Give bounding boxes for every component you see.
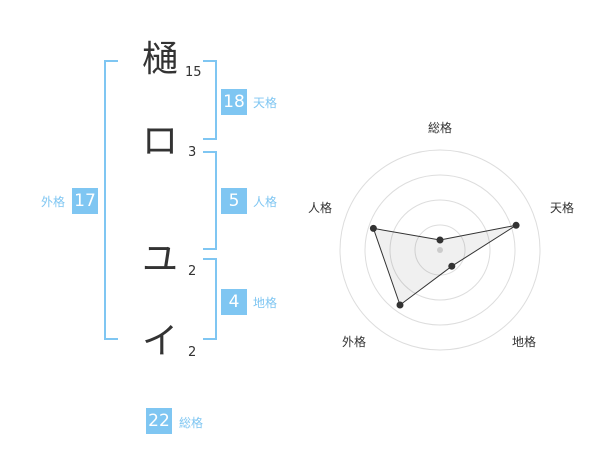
radar-points bbox=[369, 221, 520, 309]
tenkaku-label: 天格 bbox=[253, 96, 278, 110]
radar-polygon bbox=[372, 224, 517, 306]
stroke-count-2: 3 bbox=[188, 145, 197, 160]
axis-label-chikaku: 地格 bbox=[512, 334, 536, 349]
axis-label-jinkaku: 人格 bbox=[308, 200, 332, 215]
radar-point-4 bbox=[396, 301, 404, 309]
gaikaku-label: 外格 bbox=[41, 195, 66, 209]
name-char-3: ユ bbox=[141, 239, 178, 280]
radar-ring-2 bbox=[389, 199, 491, 301]
soukaku-label: 総格 bbox=[179, 416, 204, 430]
soukaku-value: 22 bbox=[146, 408, 172, 434]
radar-ring-3 bbox=[364, 174, 516, 326]
name-char-1: 樋 bbox=[141, 39, 178, 80]
radar-point-5 bbox=[369, 224, 377, 232]
radar-point-1 bbox=[436, 236, 444, 244]
radar-center-dot bbox=[437, 247, 443, 253]
name-char-2: ロ bbox=[141, 121, 178, 162]
radar-point-2 bbox=[512, 221, 520, 229]
axis-label-soukaku: 総格 bbox=[428, 120, 452, 135]
stroke-count-4: 2 bbox=[188, 345, 197, 360]
axis-label-tenkaku: 天格 bbox=[550, 200, 574, 215]
jinkaku-label: 人格 bbox=[253, 195, 278, 209]
radar-chart: 総格 天格 地格 外格 人格 bbox=[308, 120, 574, 351]
jinkaku-value: 5 bbox=[221, 188, 247, 214]
gaikaku-value: 17 bbox=[72, 188, 98, 214]
radar-point-3 bbox=[448, 262, 456, 270]
stroke-count-3: 2 bbox=[188, 264, 197, 279]
chikaku-value: 4 bbox=[221, 289, 247, 315]
radar-ring-4 bbox=[339, 149, 541, 351]
stroke-count-1: 15 bbox=[185, 65, 202, 80]
chikaku-label: 地格 bbox=[253, 296, 278, 310]
name-char-4: イ bbox=[141, 321, 178, 362]
gaikaku-bracket bbox=[104, 60, 118, 340]
axis-label-gaikaku: 外格 bbox=[342, 334, 366, 349]
tenkaku-value: 18 bbox=[221, 89, 247, 115]
jinkaku-bracket bbox=[203, 151, 217, 250]
tenkaku-bracket bbox=[203, 60, 217, 140]
chikaku-bracket bbox=[203, 258, 217, 340]
